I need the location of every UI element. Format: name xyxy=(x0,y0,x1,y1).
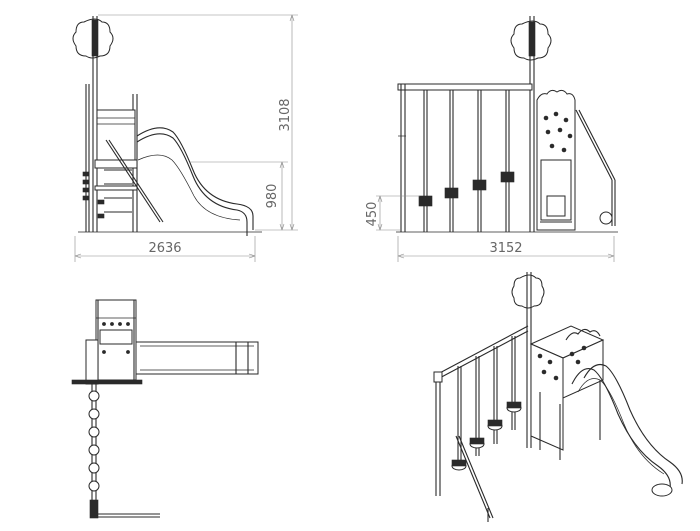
top-plan-handles xyxy=(88,390,100,492)
front-handles xyxy=(418,171,515,207)
side-elevation-view: 2636 3108 980 xyxy=(72,14,298,262)
front-hanging-bars xyxy=(423,90,510,232)
iso-hanging-bars xyxy=(457,336,516,470)
side-climbing-holds xyxy=(82,171,105,219)
side-height-dimension: 3108 xyxy=(278,98,293,131)
iso-climbing-panel xyxy=(537,345,587,381)
isometric-view xyxy=(433,272,683,522)
top-plan-bolts xyxy=(102,322,130,354)
iso-slide xyxy=(571,368,671,497)
top-plan-slide xyxy=(135,341,259,375)
front-climbing-panel xyxy=(543,111,573,153)
side-deck-dimension: 980 xyxy=(265,184,280,209)
side-width-dimension: 2636 xyxy=(148,241,181,256)
front-elevation-view: 3152 450 xyxy=(365,16,618,262)
iso-tree-panel xyxy=(511,274,545,309)
iso-handles xyxy=(451,401,522,471)
front-handle-dimension: 450 xyxy=(365,202,380,227)
top-plan-view xyxy=(71,299,259,519)
side-slide xyxy=(136,127,254,230)
front-width-dimension: 3152 xyxy=(489,241,522,256)
